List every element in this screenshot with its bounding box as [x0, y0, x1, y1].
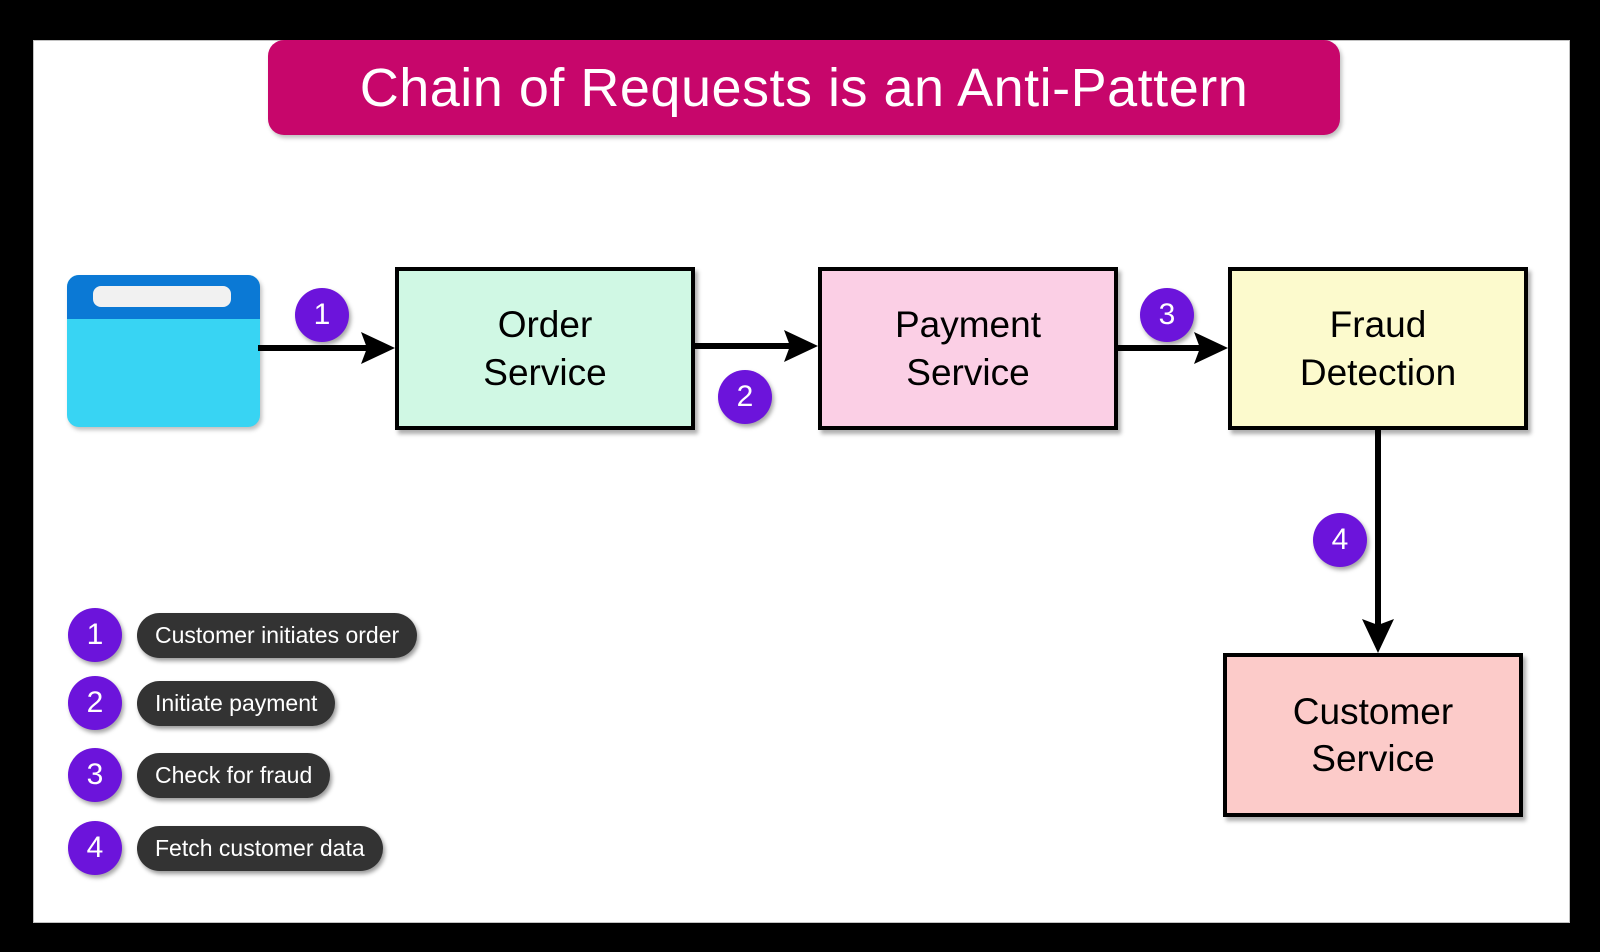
- edge-step-badge-1: 1: [295, 288, 349, 342]
- browser-addressbar: [93, 286, 231, 307]
- edge-step-badge-3: 3: [1140, 288, 1194, 342]
- arrow-fraud-to-customer: [1362, 430, 1394, 653]
- node-order-service-label: Order Service: [483, 304, 607, 393]
- legend-item: 2 Initiate payment: [68, 676, 336, 730]
- node-payment-service-label: Payment Service: [894, 304, 1041, 393]
- legend-step-number-1: 1: [68, 608, 122, 662]
- legend-step-number-3: 3: [68, 748, 122, 802]
- legend-step-label-3: Check for fraud: [137, 752, 331, 798]
- edge-step-badge-2: 2: [718, 370, 772, 424]
- arrow-order-to-payment: [695, 330, 818, 362]
- legend-step-label-1: Customer initiates order: [137, 612, 418, 658]
- arrow-client-to-order: [258, 332, 395, 364]
- node-order-service: Order Service: [395, 267, 695, 430]
- legend-step-label-4: Fetch customer data: [137, 825, 383, 871]
- connector-arrows: [258, 330, 1394, 653]
- legend-item: 1 Customer initiates order: [68, 608, 418, 662]
- node-payment-service: Payment Service: [818, 267, 1118, 430]
- node-customer-service-label: Customer Service: [1292, 690, 1454, 779]
- legend-item: 3 Check for fraud: [68, 748, 331, 802]
- legend-step-number-4: 4: [68, 821, 122, 875]
- diagram-canvas: Chain of Requests is an Anti-Pattern Ord…: [33, 40, 1570, 923]
- legend-item: 4 Fetch customer data: [68, 821, 383, 875]
- edge-step-badge-4: 4: [1313, 513, 1367, 567]
- node-fraud-detection: Fraud Detection: [1228, 267, 1528, 430]
- node-customer-service: Customer Service: [1223, 653, 1523, 817]
- node-fraud-detection-label: Fraud Detection: [1299, 304, 1457, 393]
- arrow-payment-to-fraud: [1118, 332, 1228, 364]
- browser-window-icon: [67, 275, 260, 427]
- legend-step-label-2: Initiate payment: [137, 680, 336, 726]
- title-banner: Chain of Requests is an Anti-Pattern: [268, 40, 1340, 135]
- legend-step-number-2: 2: [68, 676, 122, 730]
- diagram-title: Chain of Requests is an Anti-Pattern: [359, 57, 1249, 118]
